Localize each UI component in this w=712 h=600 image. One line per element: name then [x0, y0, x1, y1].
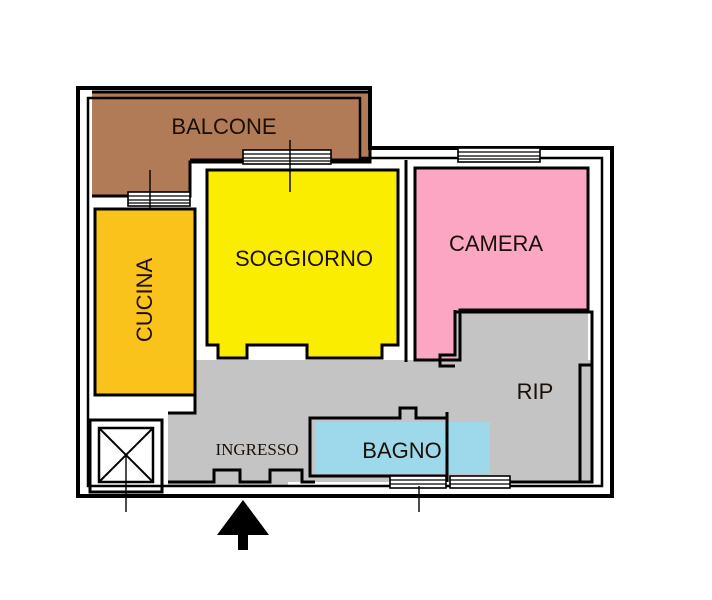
room-label-cucina: CUCINA: [132, 258, 157, 343]
leader-line-layer: [125, 140, 420, 512]
wall-rip-notch: [578, 363, 592, 482]
wall-corridor-bottom: [168, 468, 315, 484]
exterior-wall-inner-face: [86, 96, 604, 488]
wall-camera-step: [438, 310, 457, 368]
room-fill-cucina: [95, 209, 195, 395]
window-bagno-bottom-mullions: [450, 479, 510, 485]
room-label-balcone: BALCONE: [171, 114, 276, 139]
wall-cucina-corridor: [168, 395, 197, 415]
window-bagno-bottom: [449, 475, 511, 489]
window-camera-top-mullions: [458, 151, 540, 160]
wall-layer: [76, 86, 614, 498]
room-label-rip: RIP: [517, 379, 554, 404]
room-fill-bagno: [315, 422, 490, 474]
entrance-arrow-head: [217, 500, 269, 535]
wall-camera: [413, 166, 590, 362]
wall-soggiorno: [205, 168, 400, 360]
room-label-ingresso: INGRESSO: [215, 440, 298, 459]
entrance-arrow-stem: [238, 534, 248, 550]
room-label-bagno: BAGNO: [362, 438, 441, 463]
room-label-camera: CAMERA: [449, 231, 543, 256]
entrance-direction-arrow: [217, 500, 269, 550]
window-camera-top: [457, 147, 541, 163]
window-layer: [127, 147, 541, 489]
room-fill-soggiorno: [207, 170, 398, 358]
room-fill-ingresso-lower: [168, 413, 288, 485]
window-cucina-top: [127, 191, 191, 207]
window-cucina-top-mullions: [128, 195, 190, 204]
window-soggiorno-top-mullions: [243, 153, 331, 162]
room-label-soggiorno: SOGGIORNO: [235, 246, 373, 271]
window-rip-bottom: [389, 475, 447, 489]
window-soggiorno-top: [242, 149, 332, 165]
wall-bagno: [308, 406, 449, 478]
window-rip-bottom-mullions: [390, 479, 446, 485]
room-fill-balcone: [92, 92, 370, 196]
